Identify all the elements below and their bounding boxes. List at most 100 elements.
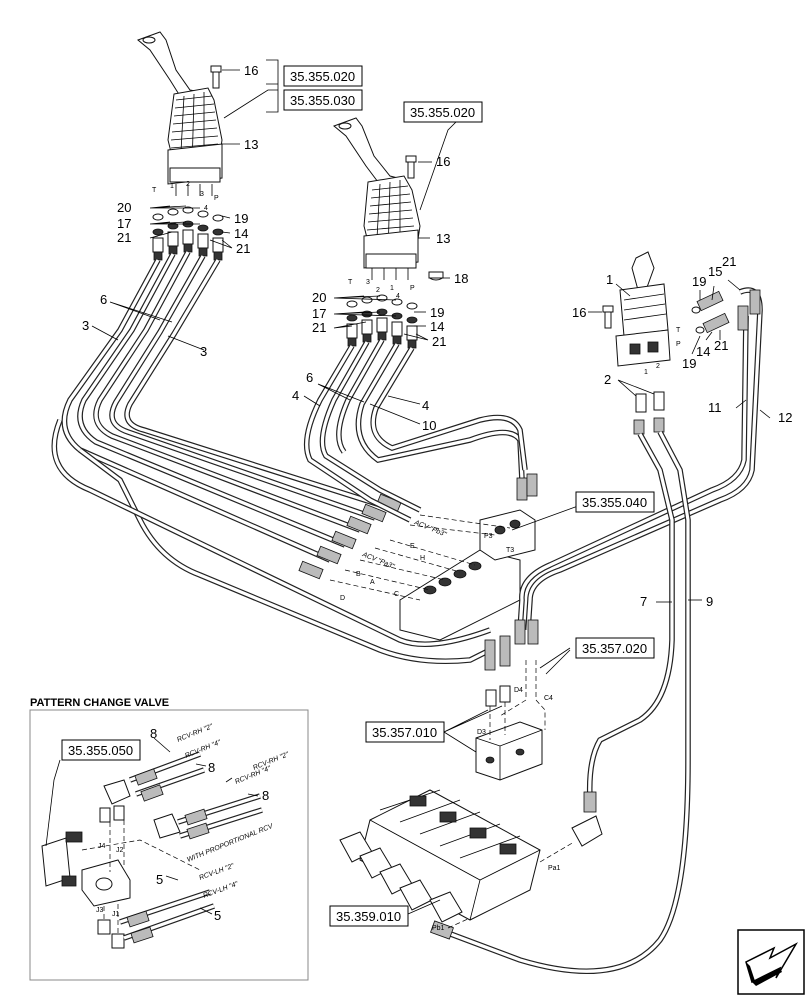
callout-19-left: 19: [234, 211, 248, 226]
right-port-2: 2: [376, 287, 380, 294]
callout-14-left: 14: [234, 226, 248, 241]
callout-2: 2: [604, 372, 611, 387]
manifold-block: [399, 473, 538, 641]
callout-4-right: 4: [422, 398, 429, 413]
leader-lines: [45, 59, 771, 915]
callout-10: 10: [422, 418, 436, 433]
callout-3-right: 3: [200, 344, 207, 359]
callout-21-left-b: 21: [236, 241, 250, 256]
manifold-port-d: D: [340, 595, 345, 602]
callout-15: 15: [708, 264, 722, 279]
bolt-16-left: [210, 65, 222, 89]
ref-35-357-010: 35.357.010: [372, 725, 437, 740]
callout-19-right: 19: [430, 305, 444, 320]
callout-20-left: 20: [117, 200, 131, 215]
valve-port-d4: D4: [514, 687, 523, 694]
callout-14-pilot: 14: [696, 344, 710, 359]
callout-12: 12: [778, 410, 792, 425]
bolt-16-right: [405, 155, 417, 179]
valve-port-c4: C4: [544, 695, 553, 702]
right-joystick-hoses: [303, 338, 528, 523]
ref-35-355-050: 35.355.050: [68, 743, 133, 758]
callout-6-left: 6: [100, 292, 107, 307]
left-joystick-hoses: [51, 250, 492, 664]
callout-13-left: 13: [244, 137, 258, 152]
callout-1: 1: [606, 272, 613, 287]
callout-8-c: 8: [262, 788, 269, 803]
valve-port-d3: D3: [477, 729, 486, 736]
ref-35-355-030: 35.355.030: [290, 93, 355, 108]
callout-4-left: 4: [292, 388, 299, 403]
inset-hose-label-2: RCV-RH "4": [184, 739, 222, 760]
inset-port-j2: J2: [116, 847, 124, 854]
inset-hose-label-6: RCV-LH "4": [202, 881, 239, 900]
callout-14-right: 14: [430, 319, 444, 334]
callout-7: 7: [640, 594, 647, 609]
ref-35-355-040: 35.355.040: [582, 495, 647, 510]
manifold-port-e: E: [410, 543, 415, 550]
hose-tag-pa3: ACV "Pa3": [360, 551, 395, 571]
callout-5-b: 5: [214, 908, 221, 923]
callout-21-pilot: 21: [722, 254, 736, 269]
left-port-t: T: [152, 187, 157, 194]
main-port-pb1: Pb1: [432, 925, 445, 932]
inset-hose-label-1: RCV-RH "2": [176, 723, 214, 744]
inset-port-j1: J1: [112, 911, 120, 918]
manifold-port-a: A: [370, 579, 375, 586]
callout-21-left: 21: [117, 230, 131, 245]
pilot-port-1: 1: [644, 369, 648, 376]
callout-19-pilot: 19: [692, 274, 706, 289]
right-joystick: [333, 117, 421, 280]
ref-35-357-020: 35.357.020: [582, 641, 647, 656]
callout-11: 11: [708, 400, 722, 415]
callout-18: 18: [454, 271, 468, 286]
ref-35-355-020-right: 35.355.020: [410, 105, 475, 120]
callout-3-left: 3: [82, 318, 89, 333]
pilot-port-2: 2: [656, 363, 660, 370]
callout-13-right: 13: [436, 231, 450, 246]
callout-21-right-b: 21: [432, 334, 446, 349]
inset-hose-label-5: RCV-LH "2": [198, 863, 235, 882]
manifold-port-h: H: [420, 555, 425, 562]
callout-numbers: 16 13 20 17 21 19 14 21 6 3 3 16 13 18 2…: [82, 63, 792, 923]
inset-panel: PATTERN CHANGE VALVE WITH: [29, 697, 309, 981]
callout-5-a: 5: [156, 872, 163, 887]
pilot-hoses: [514, 287, 763, 645]
callout-9: 9: [706, 594, 713, 609]
left-port-2: 2: [186, 181, 190, 188]
main-port-pa1: Pa1: [548, 865, 561, 872]
callout-16-pilot: 16: [572, 305, 586, 320]
navigation-arrow-icon[interactable]: [737, 929, 805, 995]
callout-21-pilot-b: 21: [714, 338, 728, 353]
main-control-valve: [339, 789, 603, 923]
valve-block-35-357-010: [475, 635, 543, 781]
inset-port-j4: J4: [98, 843, 106, 850]
inset-hose-label-4: RCV-RH "2": [252, 751, 290, 772]
callout-6-right: 6: [306, 370, 313, 385]
callout-17-right: 17: [312, 306, 326, 321]
manifold-port-b: B: [356, 571, 361, 578]
ref-35-359-010: 35.359.010: [336, 909, 401, 924]
manifold-port-c: C: [394, 591, 399, 598]
bolt-16-pilot: [602, 305, 614, 329]
right-port-3: 3: [366, 279, 370, 286]
right-port-p: P: [410, 285, 415, 292]
pilot-valve-1: [615, 251, 671, 367]
right-port-4: 4: [396, 293, 400, 300]
right-fittings: [346, 294, 418, 349]
plug-18: [428, 271, 444, 281]
inset-title: PATTERN CHANGE VALVE: [30, 697, 169, 709]
left-port-3: 3: [200, 191, 204, 198]
pilot-port-p: P: [676, 341, 681, 348]
callout-21-right: 21: [312, 320, 326, 335]
reference-boxes: 35.355.020 35.355.030 35.355.020 35.355.…: [61, 65, 655, 927]
pilot-port-t: T: [676, 327, 681, 334]
callout-17-left: 17: [117, 216, 131, 231]
right-port-1: 1: [390, 285, 394, 292]
ref-35-355-020-left: 35.355.020: [290, 69, 355, 84]
inset-port-j3: J3: [96, 907, 104, 914]
callout-16-right: 16: [436, 154, 450, 169]
callout-16-left: 16: [244, 63, 258, 78]
left-joystick: [137, 31, 223, 196]
manifold-port-t3: T3: [506, 547, 514, 554]
